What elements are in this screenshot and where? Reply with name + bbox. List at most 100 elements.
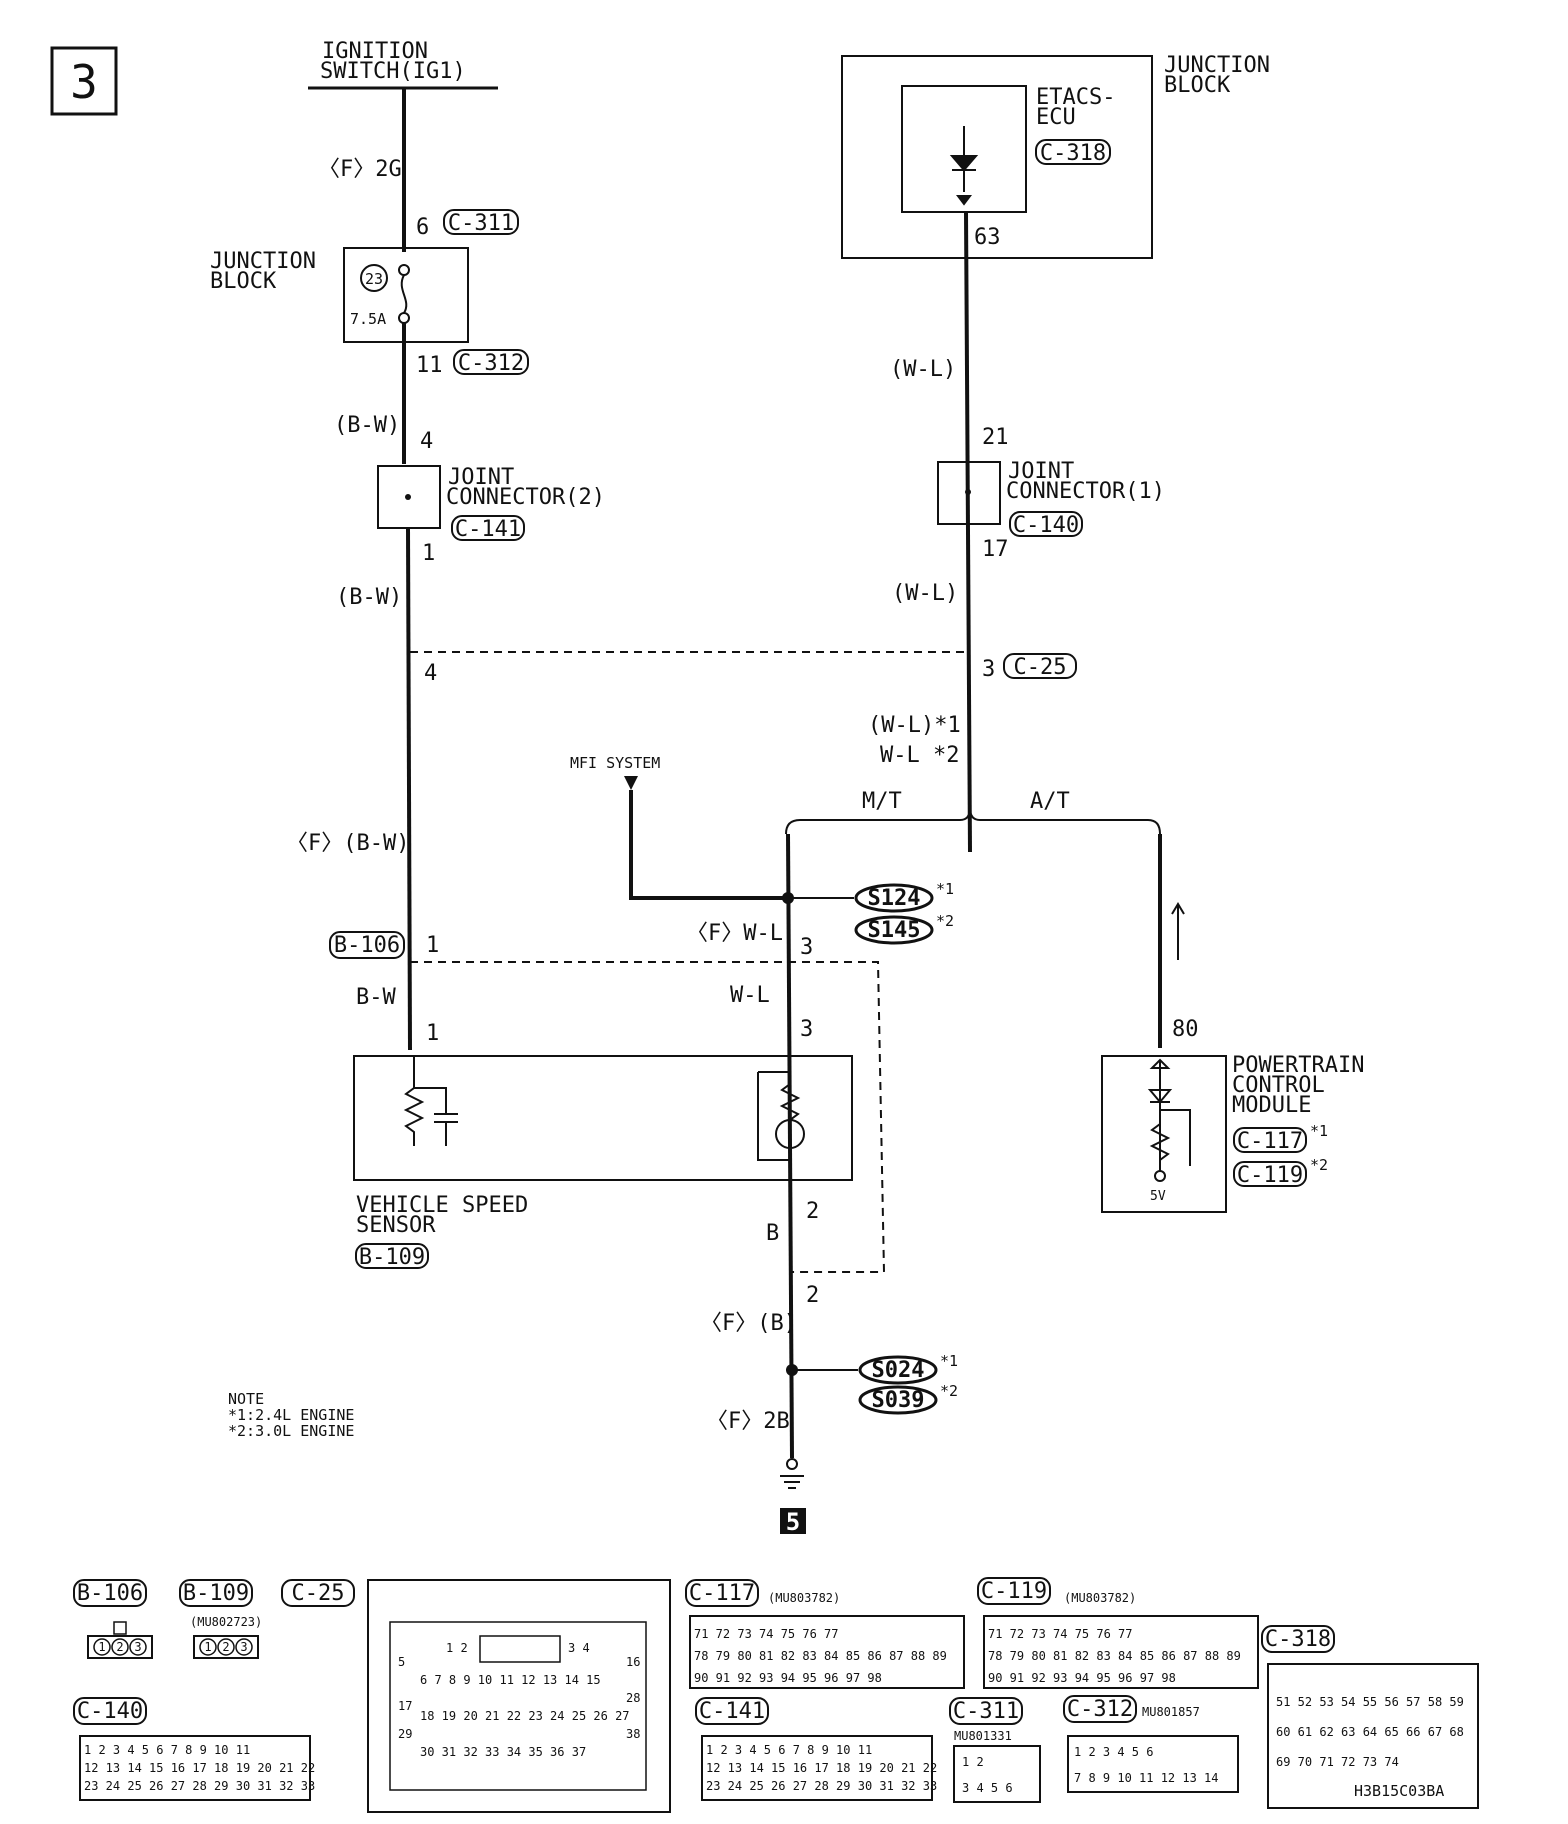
splice-node-s024 — [786, 1364, 798, 1376]
svg-text:30 31 32 33 34 35 36 37: 30 31 32 33 34 35 36 37 — [420, 1745, 586, 1759]
mt-at-bracket — [785, 807, 1161, 835]
c141-tag — [451, 515, 525, 541]
conn-c318-label: C-318 — [1265, 1627, 1331, 1652]
conn-c311-label: C-311 — [953, 1699, 1019, 1724]
shield-dashed-vss — [410, 961, 886, 1273]
ignition-label-1: IGNITION — [322, 39, 428, 64]
connector-c312-view: C-312 MU801857 1 2 3 4 5 6 7 8 9 10 11 1… — [1063, 1695, 1239, 1793]
s024-tag — [858, 1355, 938, 1385]
svg-text:71 72 73 74 75 76 77: 71 72 73 74 75 76 77 — [988, 1627, 1133, 1641]
s145-label: S145 — [868, 918, 921, 943]
fuse-icon — [400, 274, 408, 314]
jc1-label-1: JOINT — [1008, 459, 1074, 484]
jb-left-label-2: BLOCK — [210, 269, 277, 294]
pcm-label-3: MODULE — [1232, 1093, 1311, 1118]
svg-text:3: 3 — [240, 1640, 247, 1654]
vss-transistor-icon — [757, 1056, 806, 1180]
etacs-label-1: ETACS- — [1036, 85, 1115, 110]
pin-2b: 2 — [806, 1283, 819, 1308]
note-line-2: *1:2.4L ENGINE — [228, 1406, 354, 1424]
vehicle-speed-sensor-box — [353, 1055, 853, 1181]
c119-star: *2 — [1310, 1156, 1328, 1174]
jc2-node — [405, 494, 411, 500]
wire-wl-star1: (W-L)*1 — [868, 713, 961, 738]
svg-text:6 7 8 9 10 11 12 13 14 15: 6 7 8 9 10 11 12 13 14 15 — [420, 1673, 601, 1687]
pin-80: 80 — [1172, 1017, 1199, 1042]
fuse-terminal-bottom — [398, 312, 410, 324]
ignition-label-2: SWITCH(IG1) — [320, 59, 466, 84]
connector-b106-view: B-106 1 2 3 — [73, 1579, 153, 1659]
conn-c141-label: C-141 — [699, 1699, 765, 1724]
note-line-3: *2:3.0L ENGINE — [228, 1422, 354, 1440]
c311-tag — [443, 209, 519, 235]
fuse-amp: 7.5A — [350, 310, 386, 328]
c119-label: C-119 — [1237, 1163, 1303, 1188]
c117-star: *1 — [1310, 1122, 1328, 1140]
wire-jc2-down — [406, 527, 412, 1051]
s039-tag — [858, 1385, 938, 1415]
wire-bw-3: B-W — [356, 985, 396, 1010]
jb-right-label-1: JUNCTION — [1164, 53, 1270, 78]
diagram-code: H3B15C03BA — [1354, 1782, 1444, 1800]
pin-17: 17 — [982, 537, 1009, 562]
c141-label: C-141 — [455, 517, 521, 542]
jc2-label-2: CONNECTOR(2) — [446, 485, 605, 510]
wire-mfi — [629, 790, 788, 900]
c140-label: C-140 — [1013, 513, 1079, 538]
c318-label: C-318 — [1040, 141, 1106, 166]
fuse-terminal-top — [398, 264, 410, 276]
pin-4a: 4 — [420, 429, 433, 454]
at-label: A/T — [1030, 789, 1070, 814]
pin-4b: 4 — [424, 661, 437, 686]
wire-etacs-down — [964, 211, 972, 853]
svg-text:3 4: 3 4 — [568, 1641, 590, 1655]
conn-c119-part: (MU803782) — [1064, 1591, 1136, 1605]
connector-c311-view: C-311 MU801331 1 2 3 4 5 6 — [949, 1697, 1041, 1803]
svg-text:1: 1 — [98, 1640, 105, 1654]
page-number: 3 — [70, 55, 98, 109]
mfi-system-label: MFI SYSTEM — [570, 754, 660, 772]
c117-label: C-117 — [1237, 1129, 1303, 1154]
vss-label-1: VEHICLE SPEED — [356, 1193, 528, 1218]
splice-node-s124 — [782, 892, 794, 904]
b109-label: B-109 — [359, 1245, 425, 1270]
svg-text:1: 1 — [204, 1640, 211, 1654]
pcm-label-2: CONTROL — [1232, 1073, 1325, 1098]
svg-text:17: 17 — [398, 1699, 412, 1713]
s124-tag — [854, 883, 934, 913]
pcm-box — [1101, 1055, 1227, 1213]
svg-text:5: 5 — [398, 1655, 405, 1669]
s039-star: *2 — [940, 1382, 958, 1400]
wire-b: B — [766, 1221, 779, 1246]
pin-11: 11 — [416, 353, 443, 378]
s145-tag — [854, 915, 934, 945]
page-number-box — [50, 46, 118, 116]
etacs-label-2: ECU — [1036, 105, 1076, 130]
b106-tag — [329, 931, 405, 959]
fuse-number: 23 — [365, 270, 383, 288]
svg-text:69 70 71 72 73 74: 69 70 71 72 73 74 — [1276, 1755, 1399, 1769]
svg-text:90 91 92 93 94 95 96 97 98: 90 91 92 93 94 95 96 97 98 — [988, 1671, 1176, 1685]
jc1-label-2: CONNECTOR(1) — [1006, 479, 1165, 504]
wire-wl-1: (W-L) — [890, 357, 956, 382]
vss-capacitor-icon — [414, 1087, 458, 1146]
connector-c119-view: C-119 (MU803782) 71 72 73 74 75 76 77 78… — [977, 1577, 1259, 1689]
svg-text:18 19 20 21 22 23 24 25 26 27: 18 19 20 21 22 23 24 25 26 27 — [420, 1709, 630, 1723]
pin-3: 3 — [982, 657, 995, 682]
wire-mt-down — [786, 833, 794, 1459]
fuse-number-circle — [360, 264, 388, 292]
pin-2a: 2 — [806, 1199, 819, 1224]
conn-c117-label: C-117 — [689, 1581, 755, 1606]
wire-wl-2: (W-L) — [892, 581, 958, 606]
pin-21: 21 — [982, 425, 1009, 450]
conn-c25-label: C-25 — [292, 1581, 345, 1606]
ground-ref: 5 — [786, 1508, 800, 1536]
jc2-label-1: JOINT — [448, 465, 514, 490]
svg-text:3 4 5 6: 3 4 5 6 — [962, 1781, 1013, 1795]
svg-text:2: 2 — [222, 1640, 229, 1654]
conn-c312-label: C-312 — [1067, 1697, 1133, 1722]
s039-label: S039 — [872, 1388, 925, 1413]
conn-c117-part: (MU803782) — [768, 1591, 840, 1605]
s145-star: *2 — [936, 912, 954, 930]
